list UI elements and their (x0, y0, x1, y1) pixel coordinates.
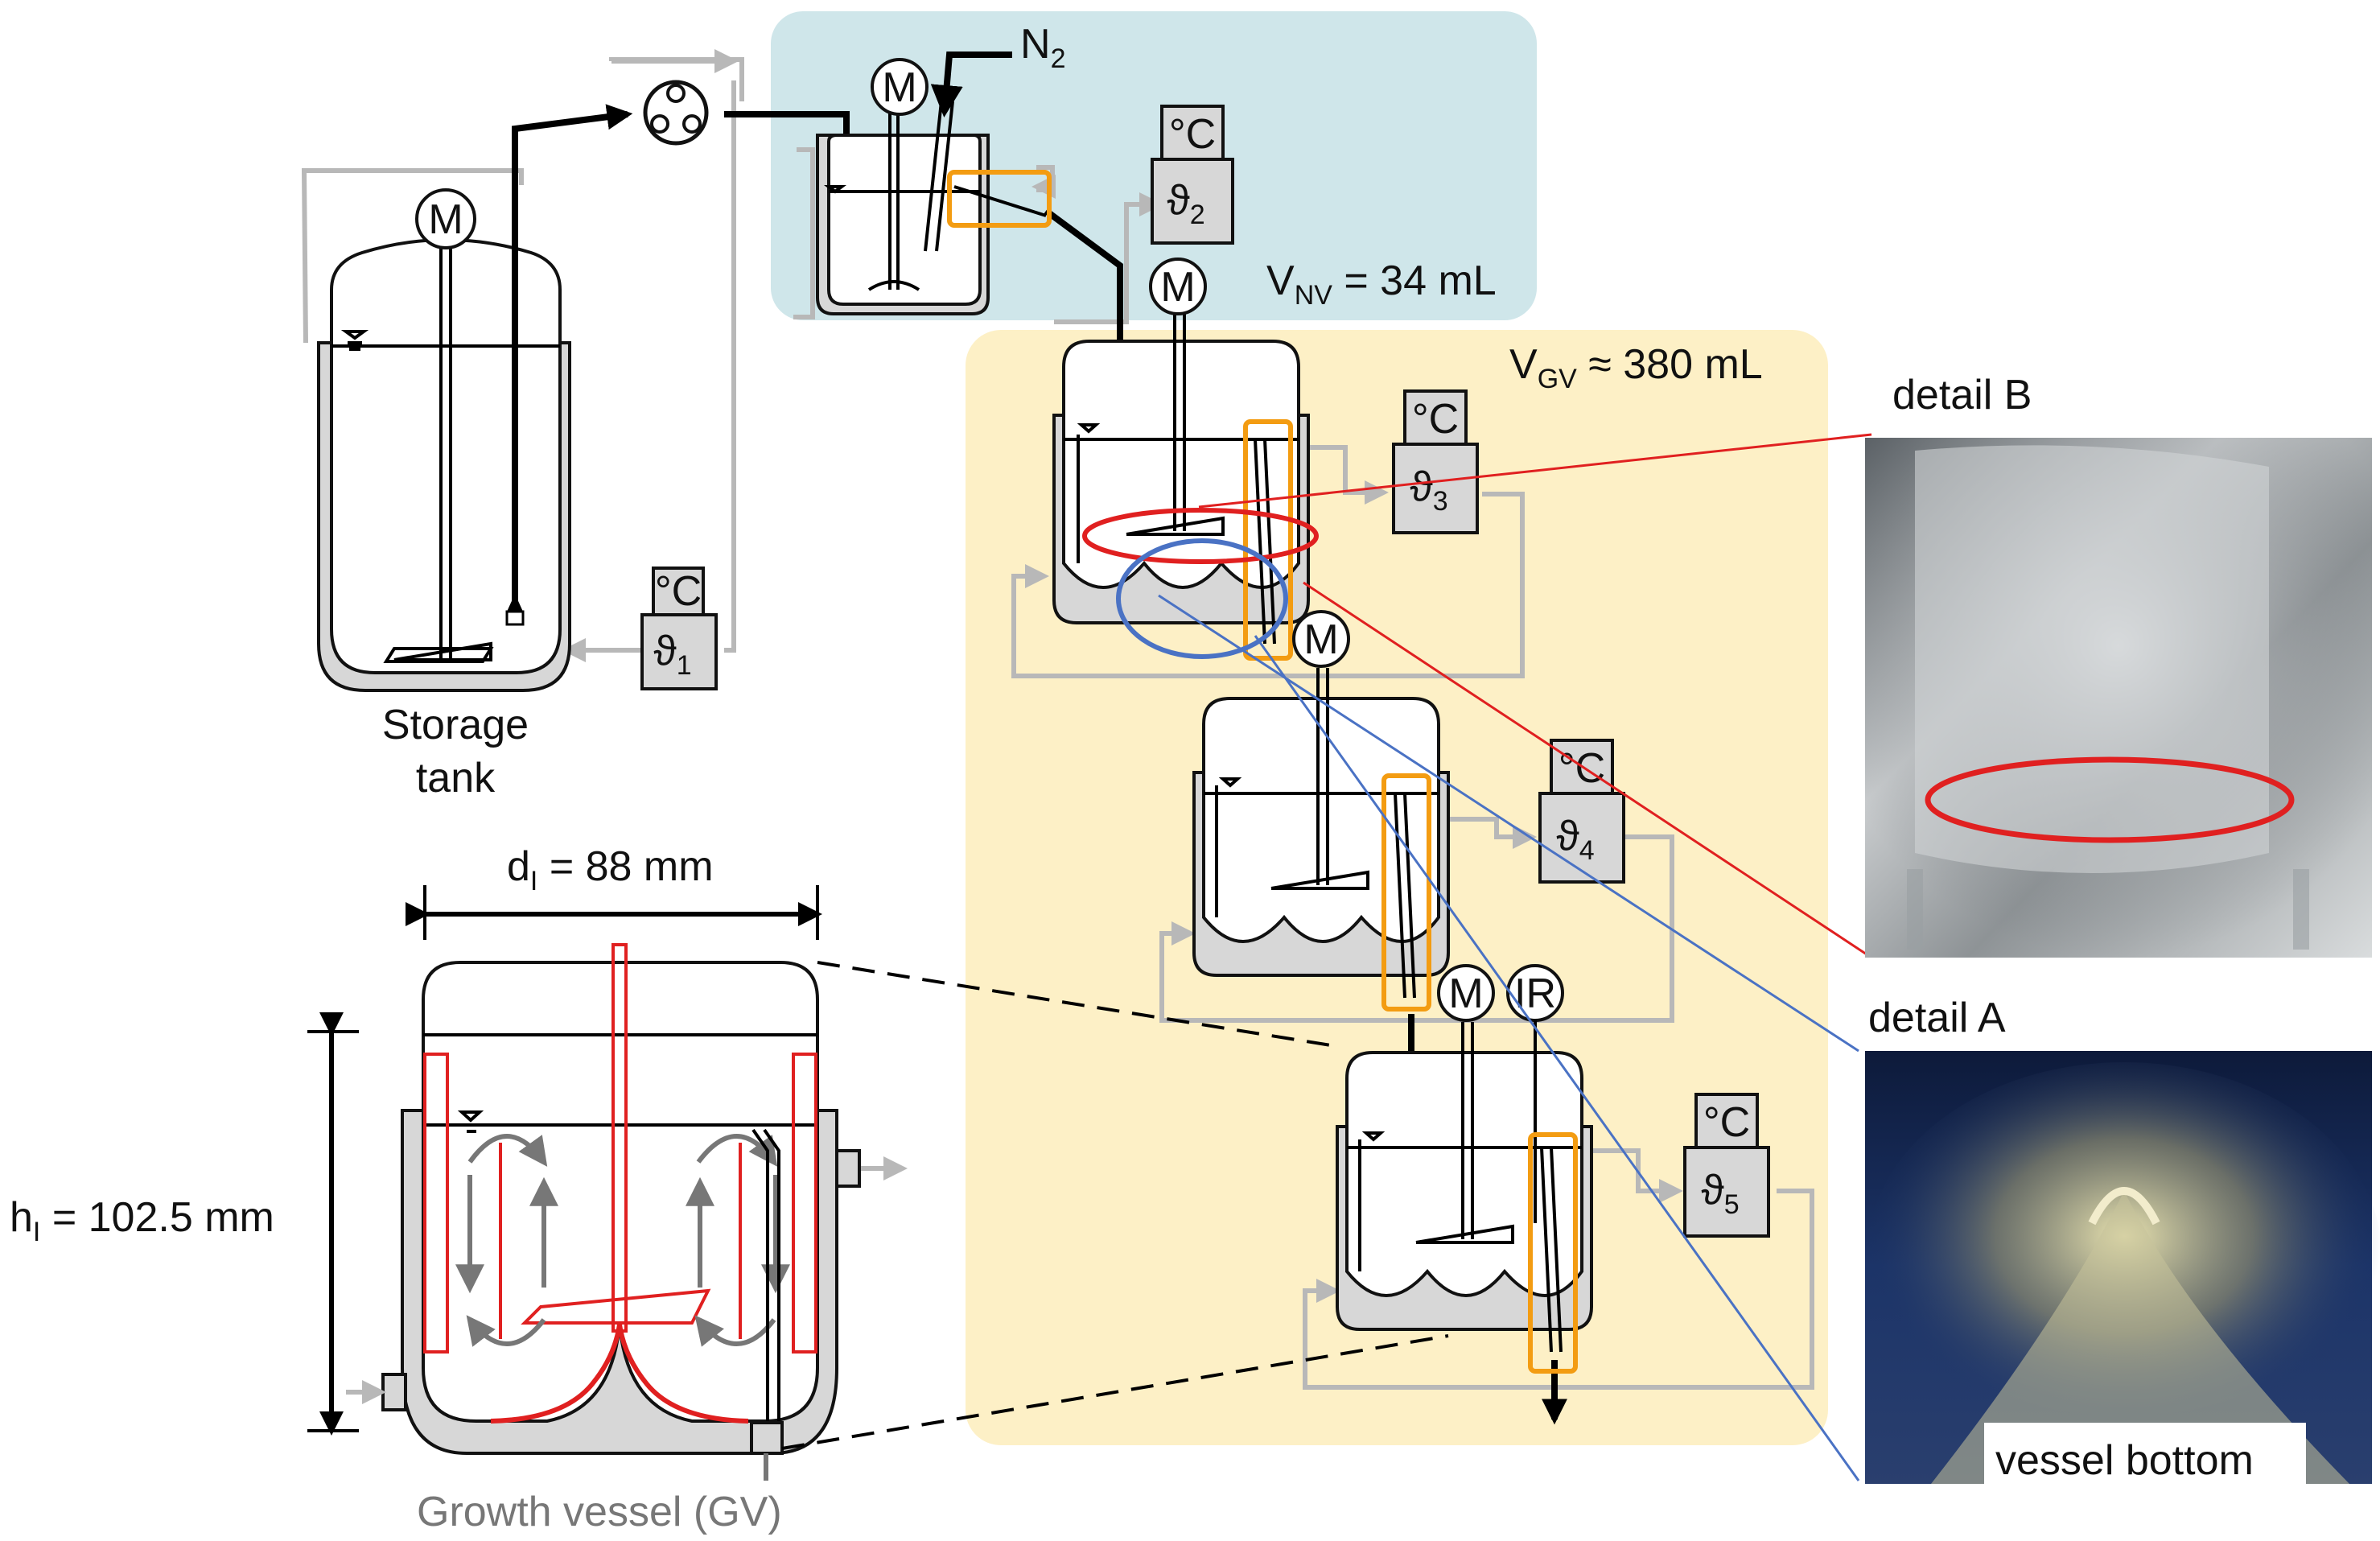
thermostat-4: °C ϑ4 (1538, 739, 1625, 884)
detail-b-red-ellipse (1925, 756, 2295, 843)
detail-b-photo (1865, 438, 2372, 958)
theta2-label: ϑ2 (1167, 177, 1204, 230)
svg-text:°C: °C (1559, 745, 1605, 792)
growth-vessel-2-outlet-highlight (1381, 773, 1431, 1012)
inner-height-label: hI = 102.5 mm (10, 1194, 274, 1247)
growth-vessel-2: M (1192, 610, 1450, 1012)
vessel-bottom-label: vessel bottom (1995, 1437, 2254, 1484)
nucleation-motor-label: M (882, 64, 916, 111)
zoom-lines (781, 961, 1449, 1450)
growth-vessel-1: M (1052, 258, 1319, 661)
svg-text:°C: °C (1703, 1099, 1750, 1146)
peristaltic-pump (643, 80, 709, 146)
nitrogen-inlet-label: N2 (1020, 21, 1065, 74)
detail-b-label: detail B (1892, 372, 2032, 418)
growth-vessel-label: Growth vessel (GV) (417, 1489, 782, 1535)
detail-b-marker (1082, 508, 1319, 564)
growth-vessel-1-motor (1149, 258, 1207, 315)
main-flow-lines (505, 104, 1567, 1425)
inner-diameter-label: dI = 88 mm (507, 843, 714, 896)
nucleation-volume-label: VNV = 34 mL (1266, 258, 1497, 311)
svg-text:°C: °C (655, 568, 702, 615)
storage-tank-motor (415, 188, 476, 249)
storage-tank: M Storage tank (317, 188, 571, 801)
temperature-control-lines (301, 49, 1814, 1390)
detail-a-photo: vessel bottom (1865, 1051, 2380, 1484)
growth-vessel-detail: dI = 88 mm hI = 102.5 mm Growth ves (10, 843, 908, 1535)
nucleation-outlet-highlight (947, 170, 1052, 228)
detail-connector-lines (1158, 433, 1872, 1481)
thermostat-2: °C ϑ2 (1151, 105, 1234, 245)
thermostat-3: °C ϑ3 (1392, 389, 1479, 534)
growth-volume-label: VGV ≈ 380 mL (1509, 341, 1763, 394)
svg-text:M: M (1448, 970, 1483, 1017)
svg-text:M: M (1303, 616, 1338, 663)
detail-a-marker (1116, 538, 1288, 659)
storage-tank-label-line1: Storage (382, 702, 529, 748)
thermostat-5: °C ϑ5 (1683, 1093, 1770, 1238)
theta3-label: ϑ3 (1410, 464, 1447, 517)
growth-vessel-2-motor (1292, 610, 1350, 668)
detail-a-label: detail A (1868, 995, 2006, 1041)
svg-text:°C: °C (1169, 111, 1216, 158)
nucleation-vessel: M N2 (816, 21, 1065, 315)
storage-motor-label: M (428, 196, 463, 243)
theta1-label: ϑ1 (653, 628, 691, 681)
vessel-bottom-caption-box (1984, 1423, 2306, 1484)
theta5-label: ϑ5 (1701, 1167, 1739, 1220)
thermostat-1: °C ϑ1 (640, 567, 718, 690)
growth-vessel-3-outlet-highlight (1528, 1132, 1578, 1374)
theta4-label: ϑ4 (1556, 813, 1594, 866)
growth-vessel-3-motor (1437, 964, 1495, 1022)
storage-tank-label-line2: tank (416, 755, 496, 801)
growth-vessel-1-outlet-highlight (1243, 419, 1293, 661)
svg-text:M: M (1160, 264, 1195, 311)
nucleation-vessel-motor (871, 58, 929, 116)
svg-text:°C: °C (1412, 396, 1459, 443)
svg-text:IR: IR (1514, 970, 1556, 1017)
